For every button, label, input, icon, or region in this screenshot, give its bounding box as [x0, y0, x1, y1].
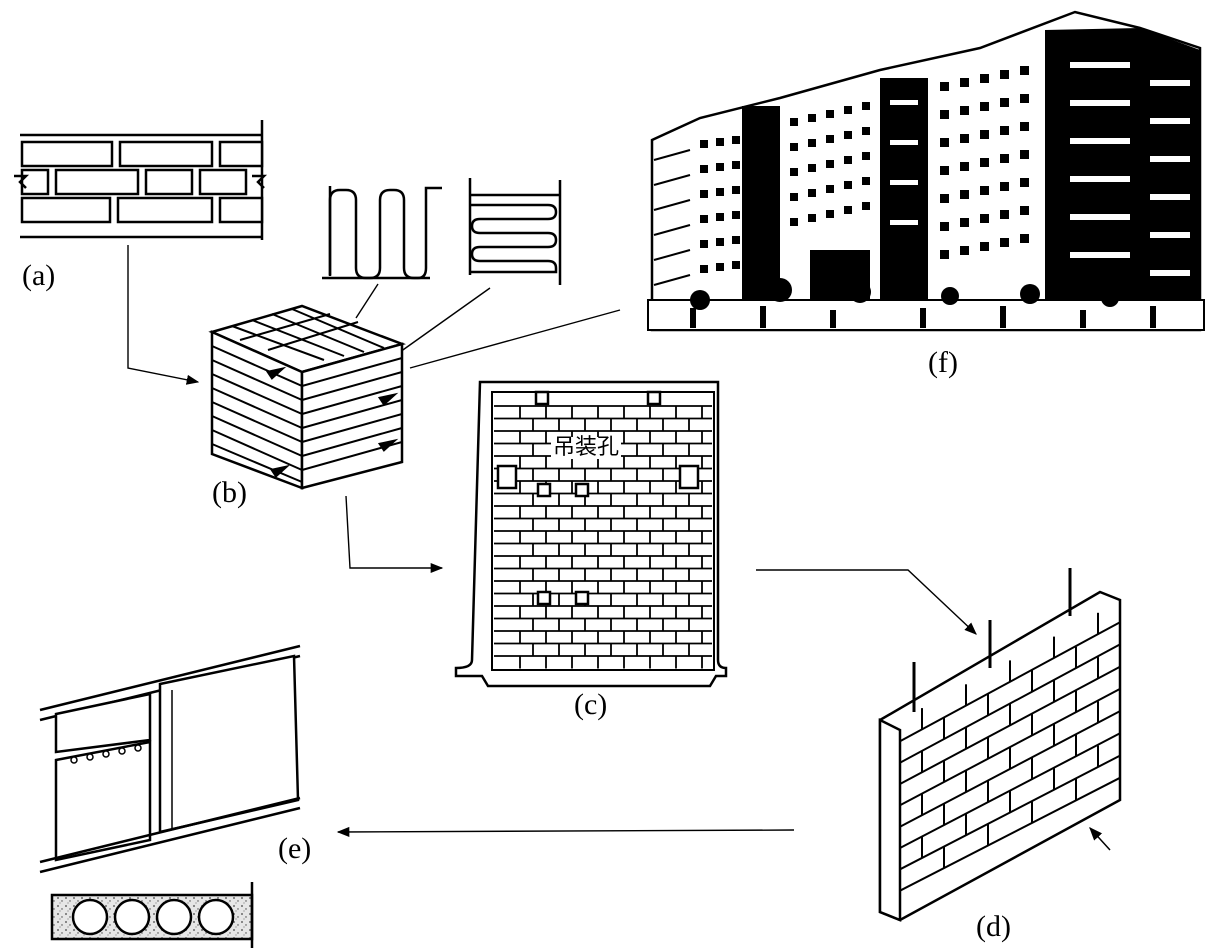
horizontal-serpentine-pattern — [468, 178, 562, 285]
hollow-core-section — [50, 882, 254, 948]
apartment-building-f — [647, 10, 1205, 332]
brick-wall-strip-a — [14, 120, 268, 240]
label-c: (c) — [574, 688, 608, 721]
flow-arrows — [127, 245, 977, 837]
vertical-serpentine-pattern — [322, 186, 442, 280]
label-f: (f) — [928, 346, 958, 379]
precast-panel-c — [454, 380, 728, 688]
arrow-a-to-b — [127, 245, 200, 385]
label-b: (b) — [212, 476, 247, 509]
arrow-b-to-c — [345, 495, 444, 574]
hollow-core-panels-e — [39, 644, 301, 874]
callout-lines — [355, 283, 621, 369]
label-e: (e) — [278, 832, 312, 865]
layered-cube-b — [208, 304, 406, 490]
lifting-hole-label: 吊装孔 — [551, 435, 622, 460]
arrow-d-to-e — [336, 826, 795, 837]
label-a: (a) — [22, 259, 56, 292]
arrow-c-to-d — [756, 569, 977, 635]
label-d: (d) — [976, 910, 1011, 943]
block-wall-d — [878, 568, 1122, 922]
